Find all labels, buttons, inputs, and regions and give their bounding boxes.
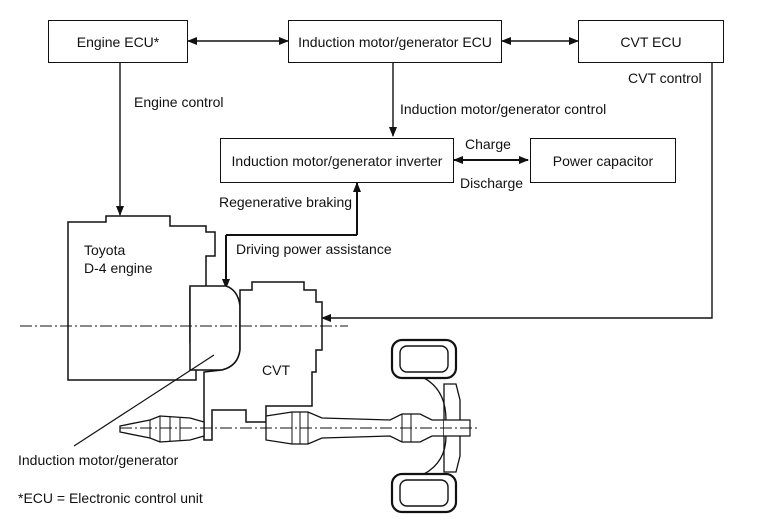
discharge-label: Discharge [460, 175, 524, 191]
motor-generator-label: Induction motor/generator [18, 452, 179, 468]
arrow-cvt-control [321, 63, 713, 322]
capacitor-box: Power capacitor [530, 138, 676, 183]
driving-assist-label: Driving power assistance [236, 241, 392, 257]
engine-ecu-label: Engine ECU* [76, 33, 160, 50]
capacitor-label: Power capacitor [552, 152, 654, 169]
engine-name-line2: D-4 engine [84, 260, 153, 276]
inverter-label: Induction motor/generator inverter [231, 152, 443, 169]
cvt-control-label: CVT control [628, 70, 702, 86]
motor-generator-housing [189, 285, 241, 371]
charge-label: Charge [465, 136, 511, 152]
inverter-box: Induction motor/generator inverter [220, 138, 454, 183]
engine-control-label: Engine control [134, 94, 224, 110]
motor-control-label: Induction motor/generator control [400, 101, 607, 117]
cvt-ecu-label: CVT ECU [620, 33, 682, 50]
footnote: *ECU = Electronic control unit [18, 490, 203, 506]
cvt-label: CVT [262, 362, 290, 378]
left-axle [119, 415, 205, 443]
motor-generator-leader [73, 354, 215, 447]
cvt-ecu-box: CVT ECU [578, 20, 724, 63]
engine-ecu-box: Engine ECU* [48, 20, 188, 63]
cvt-housing [203, 281, 323, 441]
engine-name-line1: Toyota [84, 242, 126, 258]
regen-braking-label: Regenerative braking [219, 194, 353, 210]
motor-ecu-label: Induction motor/generator ECU [298, 33, 492, 50]
motor-ecu-box: Induction motor/generator ECU [288, 20, 502, 63]
